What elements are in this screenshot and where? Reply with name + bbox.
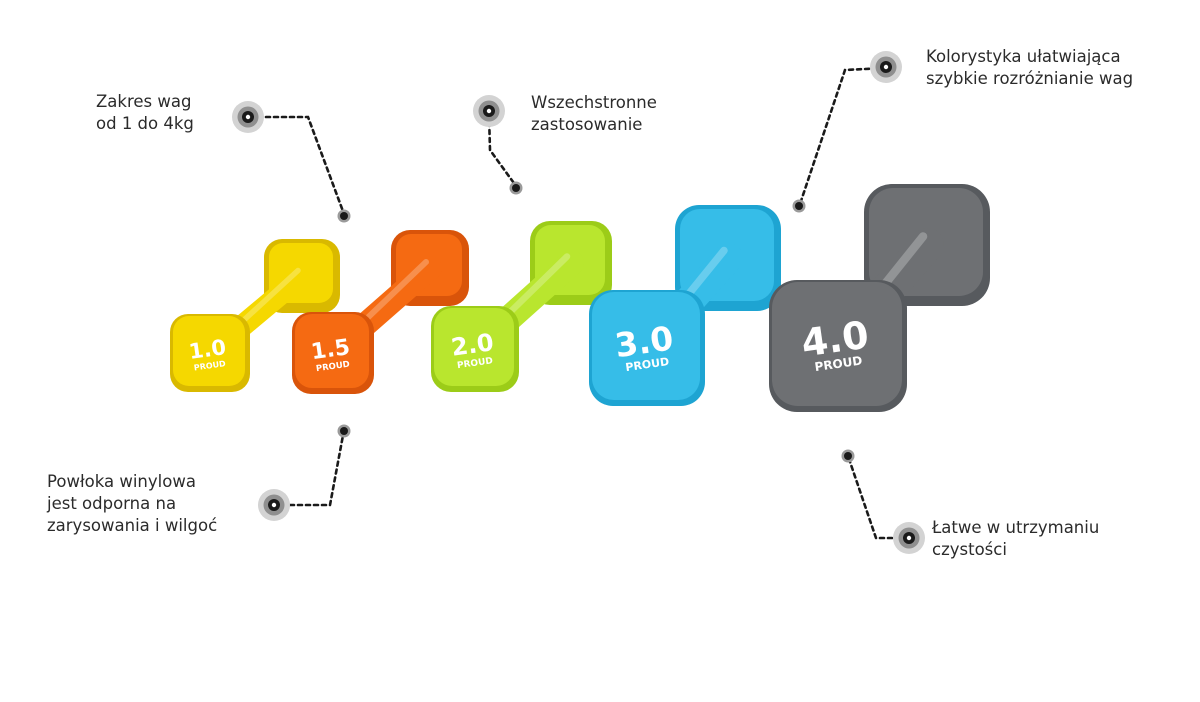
dot-icon — [337, 424, 351, 438]
leader-line-vinyl-coating — [272, 428, 346, 507]
target-ring-icon — [473, 95, 505, 127]
callout-versatile-use: Wszechstronne zastosowanie — [531, 92, 657, 136]
dumbbell-brand-label: PROUD — [814, 354, 863, 375]
callout-color-coding-line-2: szybkie rozróżnianie wag — [926, 69, 1134, 88]
dumbbell-weight-label: 2.0 — [449, 328, 495, 362]
dumbbell-near-head-face — [173, 316, 245, 386]
callout-weight-range: Zakres wag od 1 do 4kg — [96, 91, 194, 135]
target-ring-icon — [232, 101, 264, 133]
callout-easy-cleaning-line-2: czystości — [932, 540, 1007, 559]
callout-vinyl-coating: Powłoka winylowa jest odporna na zarysow… — [47, 471, 217, 537]
dumbbell-brand-label: PROUD — [457, 356, 494, 371]
callout-easy-cleaning-line-1: Łatwe w utrzymaniu — [932, 518, 1100, 537]
dumbbell-brand-label: PROUD — [193, 359, 226, 372]
dot-icon — [792, 199, 806, 213]
callout-vinyl-coating-line-3: zarysowania i wilgoć — [47, 516, 218, 535]
callout-vinyl-coating-line-2: jest odporna na — [47, 494, 177, 513]
callout-versatile-use-line-1: Wszechstronne — [531, 93, 657, 112]
dumbbell-near-head-face — [592, 292, 700, 400]
callout-easy-cleaning: Łatwe w utrzymaniu czystości — [932, 517, 1099, 561]
target-ring-icon — [870, 51, 902, 83]
dot-icon — [509, 181, 523, 195]
dumbbell-near-head-face — [295, 314, 369, 388]
dumbbell-near-head-face — [434, 308, 514, 386]
callout-weight-range-line-2: od 1 do 4kg — [96, 114, 194, 133]
dumbbell-weight-label: 1.5 — [310, 335, 352, 365]
target-ring-icon — [893, 522, 925, 554]
dumbbell-weight-label: 3.0 — [612, 318, 675, 365]
dot-icon — [337, 209, 351, 223]
callout-weight-range-line-1: Zakres wag — [96, 92, 192, 111]
callout-color-coding-line-1: Kolorystyka ułatwiająca — [926, 47, 1121, 66]
leader-line-weight-range — [256, 115, 346, 216]
leader-line-color-coding — [798, 66, 887, 206]
dumbbell-brand-label: PROUD — [315, 360, 350, 375]
dumbbell-near-head-face — [772, 282, 902, 406]
callout-versatile-use-line-2: zastosowanie — [531, 115, 643, 134]
target-ring-icon — [258, 489, 290, 521]
dumbbell-weight-label: 4.0 — [799, 313, 872, 366]
dot-icon — [841, 449, 855, 463]
dumbbell-weight-label: 1.0 — [187, 335, 227, 364]
callout-markers — [232, 51, 925, 554]
callout-color-coding: Kolorystyka ułatwiająca szybkie rozróżni… — [926, 46, 1133, 90]
dumbbell-brand-label: PROUD — [625, 355, 670, 374]
callout-vinyl-coating-line-1: Powłoka winylowa — [47, 472, 196, 491]
